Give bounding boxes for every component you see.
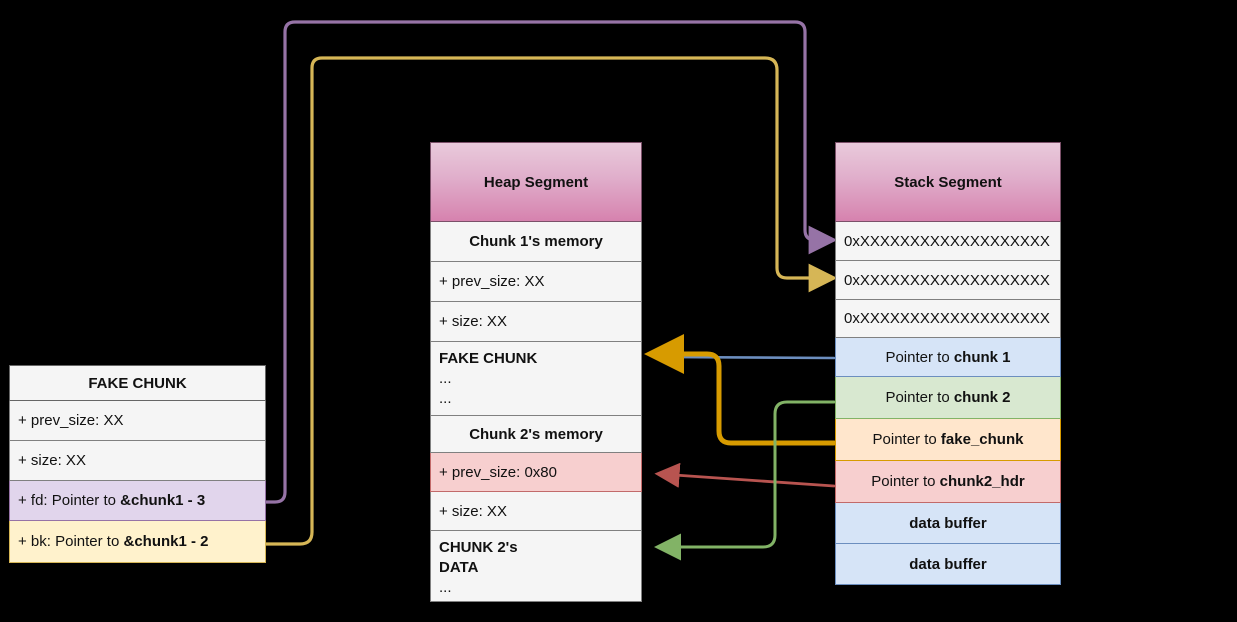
heap-chunk2-data-label: CHUNK 2's bbox=[439, 539, 518, 556]
stack-row-pointer-chunk2-hdr[interactable]: Pointer to chunk2_hdr bbox=[835, 461, 1061, 503]
heap-segment-header: Heap Segment bbox=[430, 142, 642, 222]
heap-fake-chunk-line3: ... bbox=[439, 390, 452, 407]
heap-chunk2-data-line3: ... bbox=[439, 579, 452, 596]
stack-row-pointer-fake-chunk[interactable]: Pointer to fake_chunk bbox=[835, 419, 1061, 461]
stack-pointer-chunk2-hdr-prefix: Pointer to bbox=[871, 473, 936, 490]
fake-chunk-header: FAKE CHUNK bbox=[9, 365, 266, 401]
stack-pointer-fake-chunk-target: fake_chunk bbox=[940, 431, 1024, 448]
heap-row-chunk1-size[interactable]: + size: XX bbox=[430, 302, 642, 342]
heap-row-chunk1-memory[interactable]: Chunk 1's memory bbox=[430, 222, 642, 262]
heap-fake-chunk-label: FAKE CHUNK bbox=[439, 350, 538, 367]
fake-chunk-box: FAKE CHUNK + prev_size: XX + size: XX + … bbox=[9, 365, 266, 563]
stack-row-data-buffer-1[interactable]: data buffer bbox=[835, 503, 1061, 544]
stack-pointer-chunk2-hdr-target: chunk2_hdr bbox=[939, 473, 1025, 490]
stack-segment-box: Stack Segment 0xXXXXXXXXXXXXXXXXXXX 0xXX… bbox=[835, 142, 1061, 585]
stack-pointer-fake-chunk-prefix: Pointer to bbox=[872, 431, 937, 448]
fake-chunk-row-prev-size[interactable]: + prev_size: XX bbox=[9, 401, 266, 441]
stack-segment-header: Stack Segment bbox=[835, 142, 1061, 222]
stack-row-address-1[interactable]: 0xXXXXXXXXXXXXXXXXXXX bbox=[835, 222, 1061, 261]
wire-chunk2hdr-ptr-to-prev-size bbox=[654, 462, 836, 488]
stack-row-address-2[interactable]: 0xXXXXXXXXXXXXXXXXXXX bbox=[835, 261, 1061, 300]
heap-chunk2-data-line2: DATA bbox=[439, 559, 479, 576]
fake-chunk-bk-target: &chunk1 - 2 bbox=[123, 533, 209, 550]
heap-fake-chunk-line2: ... bbox=[439, 370, 452, 387]
stack-row-pointer-chunk2[interactable]: Pointer to chunk 2 bbox=[835, 377, 1061, 419]
heap-segment-box: Heap Segment Chunk 1's memory + prev_siz… bbox=[430, 142, 642, 602]
fake-chunk-bk-prefix: + bk: Pointer to bbox=[18, 533, 120, 550]
fake-chunk-fd-target: &chunk1 - 3 bbox=[120, 492, 206, 509]
stack-row-pointer-chunk1[interactable]: Pointer to chunk 1 bbox=[835, 338, 1061, 377]
wire-fake-chunk-ptr-to-fake-chunk bbox=[644, 334, 837, 446]
stack-pointer-chunk2-target: chunk 2 bbox=[953, 389, 1011, 406]
wire-chunk1-ptr-to-fake-chunk bbox=[654, 345, 836, 369]
wire-chunk2-ptr-to-chunk2-data bbox=[654, 400, 836, 561]
stack-pointer-chunk1-target: chunk 1 bbox=[953, 348, 1011, 366]
stack-pointer-chunk2-prefix: Pointer to bbox=[885, 389, 950, 406]
heap-row-chunk1-prev-size[interactable]: + prev_size: XX bbox=[430, 262, 642, 302]
heap-row-chunk2-memory[interactable]: Chunk 2's memory bbox=[430, 416, 642, 453]
heap-row-chunk2-size[interactable]: + size: XX bbox=[430, 492, 642, 531]
fake-chunk-row-fd[interactable]: + fd: Pointer to &chunk1 - 3 bbox=[9, 481, 266, 521]
fake-chunk-fd-prefix: + fd: Pointer to bbox=[18, 492, 116, 509]
heap-row-fake-chunk[interactable]: FAKE CHUNK ... ... bbox=[430, 342, 642, 416]
fake-chunk-row-bk[interactable]: + bk: Pointer to &chunk1 - 2 bbox=[9, 521, 266, 563]
stack-row-data-buffer-2[interactable]: data buffer bbox=[835, 544, 1061, 585]
stack-pointer-chunk1-prefix: Pointer to bbox=[885, 348, 950, 366]
heap-row-chunk2-prev-size[interactable]: + prev_size: 0x80 bbox=[430, 453, 642, 492]
fake-chunk-row-size[interactable]: + size: XX bbox=[9, 441, 266, 481]
heap-row-chunk2-data[interactable]: CHUNK 2's DATA ... bbox=[430, 531, 642, 602]
stack-row-address-3[interactable]: 0xXXXXXXXXXXXXXXXXXXX bbox=[835, 300, 1061, 338]
